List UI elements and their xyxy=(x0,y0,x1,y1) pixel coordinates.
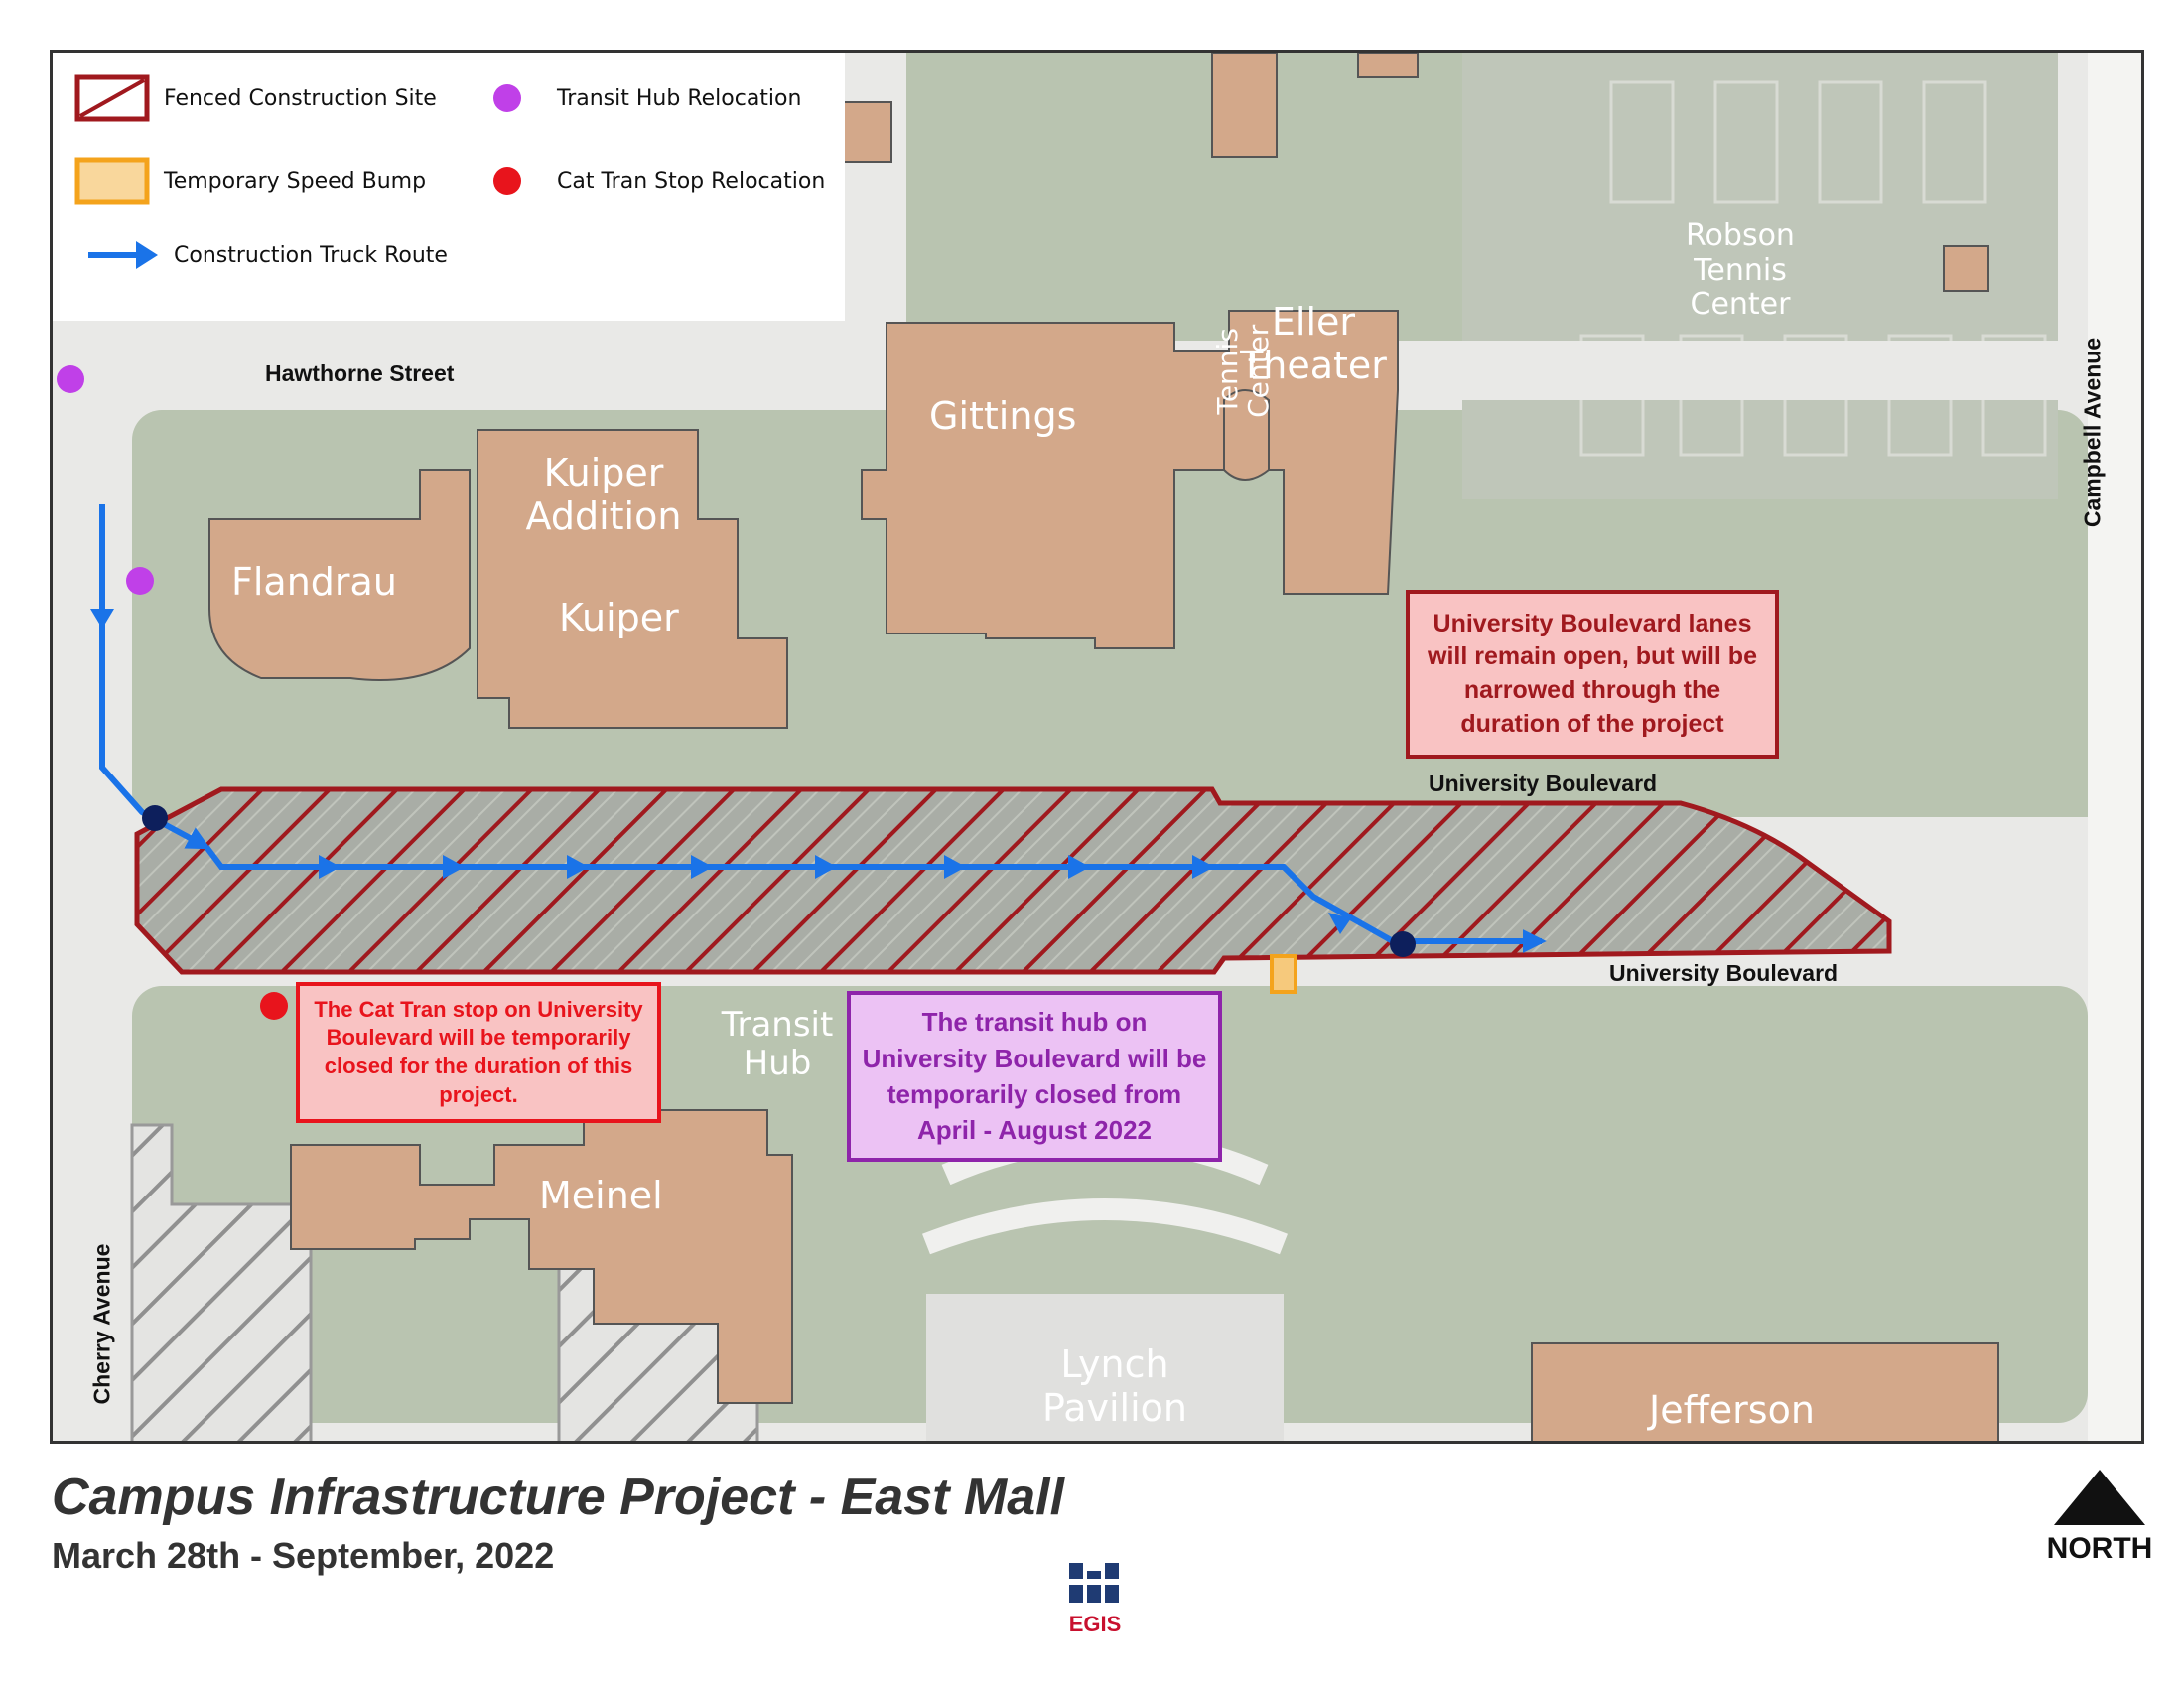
transit-hub-marker-1 xyxy=(57,365,84,393)
label-robson: Robson Tennis Center xyxy=(1686,218,1795,322)
route-arrow-icon xyxy=(88,241,158,269)
label-jefferson: Jefferson xyxy=(1649,1388,1815,1432)
map-legend: Fenced Construction Site Temporary Speed… xyxy=(53,53,845,321)
egis-label: EGIS xyxy=(1068,1612,1122,1636)
label-transit-hub: Transit Hub xyxy=(721,1005,834,1084)
legend-transit-hub-label: Transit Hub Relocation xyxy=(557,85,802,111)
route-chevrons xyxy=(90,609,1351,934)
callout-cat-tran: The Cat Tran stop on University Boulevar… xyxy=(296,982,661,1123)
legend-transit-hub: Transit Hub Relocation xyxy=(489,80,801,116)
lynch-plaza xyxy=(926,1294,1284,1441)
label-kuiper: Kuiper xyxy=(559,596,679,639)
label-lynch: Lynch Pavilion xyxy=(1042,1342,1187,1430)
label-kuiper-addition: Kuiper Addition xyxy=(525,451,682,538)
speed-bump-marker xyxy=(1270,954,1297,994)
legend-fenced: Fenced Construction Site xyxy=(74,74,437,122)
buildings xyxy=(208,53,1999,1441)
label-tennis-center: Tennis Center xyxy=(1211,324,1275,418)
transit-hub-marker-2 xyxy=(126,567,154,595)
street-cherry: Cherry Avenue xyxy=(88,1243,115,1405)
route-node-west xyxy=(142,805,168,831)
speed-bump-swatch-icon xyxy=(74,157,150,205)
legend-cat-tran-label: Cat Tran Stop Relocation xyxy=(557,168,826,194)
north-arrow: NORTH xyxy=(2045,1468,2154,1566)
egis-logo-icon xyxy=(1069,1563,1119,1603)
legend-speed-bump: Temporary Speed Bump xyxy=(74,157,426,205)
egis-logo: EGIS xyxy=(1060,1559,1130,1637)
callout-transit: The transit hub on University Boulevard … xyxy=(847,991,1222,1162)
map-subtitle: March 28th - September, 2022 xyxy=(52,1535,555,1576)
label-flandrau: Flandrau xyxy=(231,560,397,604)
label-gittings: Gittings xyxy=(929,394,1077,438)
street-hawthorne: Hawthorne Street xyxy=(265,360,455,386)
legend-truck-route: Construction Truck Route xyxy=(88,237,448,273)
label-eller: Eller Theater xyxy=(1240,300,1387,387)
street-university-south: University Boulevard xyxy=(1609,960,1839,986)
callout-lanes: University Boulevard lanes will remain o… xyxy=(1406,590,1779,759)
street-university-north: University Boulevard xyxy=(1429,771,1658,796)
fence-swatch-icon xyxy=(74,74,150,122)
north-triangle-icon xyxy=(2054,1470,2145,1525)
cattran-dot-icon xyxy=(493,167,521,195)
campbell-road xyxy=(2088,53,2141,1441)
fenced-construction-site xyxy=(134,786,1892,975)
title-block: Campus Infrastructure Project - East Mal… xyxy=(52,1468,1064,1577)
cat-tran-marker xyxy=(260,992,288,1020)
route-node-east xyxy=(1390,931,1416,957)
truck-route-north xyxy=(99,504,211,850)
map-title: Campus Infrastructure Project - East Mal… xyxy=(52,1469,1065,1526)
legend-truck-route-label: Construction Truck Route xyxy=(174,242,448,268)
legend-speed-bump-label: Temporary Speed Bump xyxy=(164,168,427,194)
street-campbell: Campbell Avenue xyxy=(2079,337,2106,528)
legend-fenced-label: Fenced Construction Site xyxy=(164,85,437,111)
tennis-courts xyxy=(1579,80,2047,457)
label-meinel: Meinel xyxy=(539,1174,663,1217)
campus-map: Flandrau Kuiper Addition Kuiper Gittings… xyxy=(50,50,2144,1444)
hub-dot-icon xyxy=(493,84,521,112)
truck-route-east xyxy=(204,845,1547,953)
north-label: NORTH xyxy=(2046,1532,2153,1565)
legend-cat-tran: Cat Tran Stop Relocation xyxy=(489,163,825,199)
